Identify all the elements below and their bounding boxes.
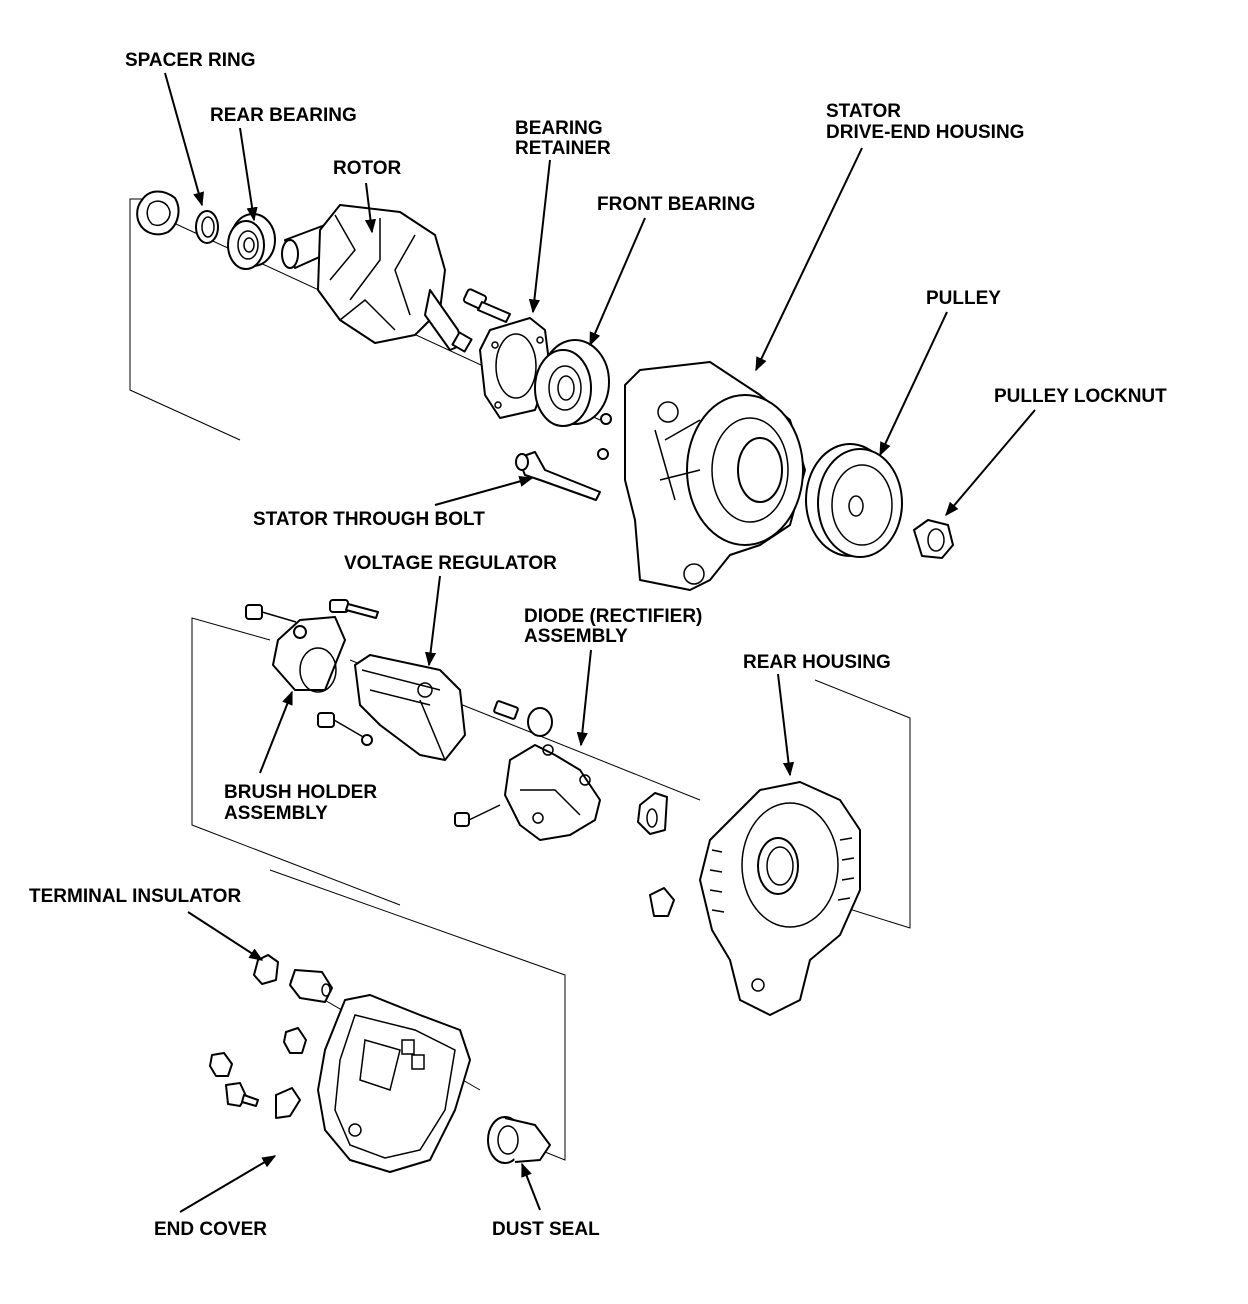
bolt-part (462, 288, 511, 323)
label-rotor: ROTOR (333, 158, 402, 179)
rear-bearing-part (227, 213, 276, 270)
front-bearing-part (534, 339, 610, 427)
label-dust-seal: DUST SEAL (492, 1219, 600, 1240)
label-pulley: PULLEY (926, 288, 1001, 309)
leader-arrows (164, 72, 1036, 1213)
voltage-regulator-part (317, 599, 466, 761)
bearing-retainer-part (479, 317, 551, 419)
label-front-bearing: FRONT BEARING (597, 194, 755, 215)
washer-part (637, 792, 675, 917)
label-voltage-regulator: VOLTAGE REGULATOR (344, 553, 557, 574)
part-labels: SPACER RING REAR BEARING ROTOR BEARING R… (29, 50, 1167, 1240)
label-bearing-retainer: BEARING RETAINER (515, 118, 611, 159)
label-stator-drive-end-housing: STATOR DRIVE-END HOUSING (826, 101, 1024, 143)
label-end-cover: END COVER (154, 1219, 267, 1240)
pulley-part (805, 443, 903, 558)
rotor-part (281, 204, 473, 353)
label-stator-through-bolt: STATOR THROUGH BOLT (253, 509, 485, 530)
label-rear-bearing: REAR BEARING (210, 105, 357, 126)
spacer-ring-part (136, 190, 219, 244)
brush-holder-part (245, 604, 346, 693)
dust-seal-part (487, 1116, 551, 1164)
terminal-insulator-part (253, 954, 333, 1003)
stator-housing-part (597, 361, 806, 591)
nuts-and-bolts-part (209, 1027, 307, 1119)
label-terminal-insulator: TERMINAL INSULATOR (29, 886, 241, 907)
stator-through-bolt-part (515, 451, 601, 501)
rear-housing-part (699, 781, 861, 1016)
label-brush-holder-assembly: BRUSH HOLDER ASSEMBLY (224, 782, 382, 824)
label-diode-assembly: DIODE (RECTIFIER) ASSEMBLY (524, 606, 708, 647)
end-cover-part (317, 994, 471, 1173)
pulley-locknut-part (913, 519, 954, 559)
label-rear-housing: REAR HOUSING (743, 652, 891, 673)
label-spacer-ring: SPACER RING (125, 50, 256, 71)
label-pulley-locknut: PULLEY LOCKNUT (994, 386, 1167, 407)
diode-assembly-part (454, 700, 601, 841)
